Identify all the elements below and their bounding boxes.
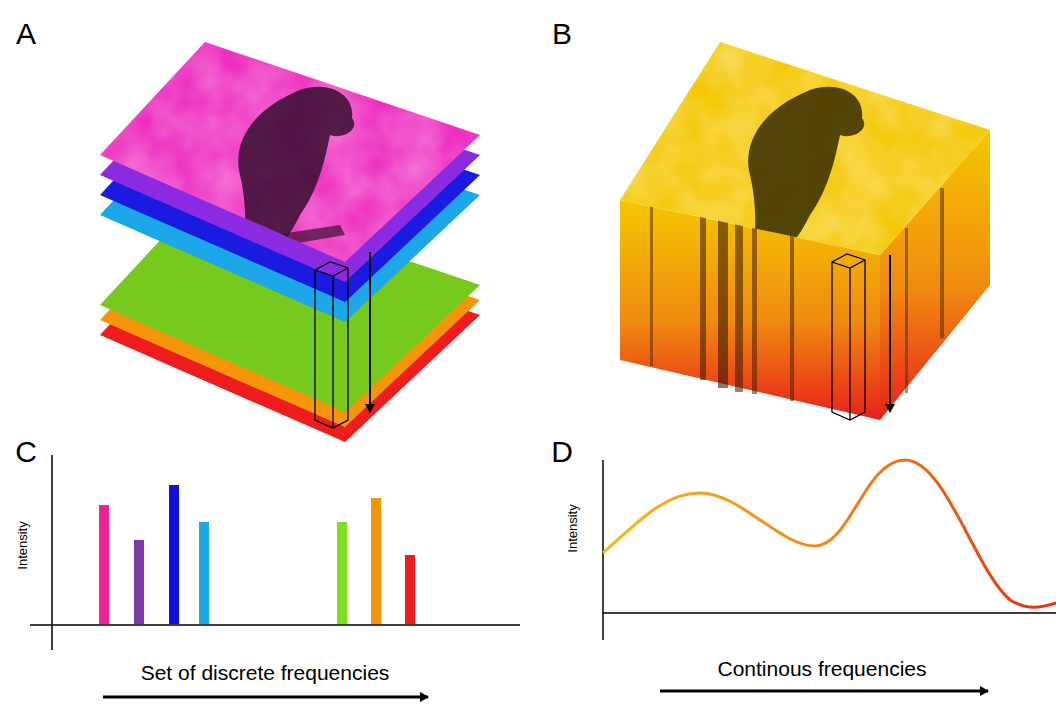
panel-letter: D <box>551 437 573 467</box>
discrete-spectrum <box>30 455 520 697</box>
hypercube <box>620 42 990 420</box>
axis-label: Continous frequencies <box>718 658 927 679</box>
panel-letter: C <box>15 437 37 467</box>
panel-letter: A <box>16 19 36 49</box>
continuous-spectrum <box>603 460 1056 691</box>
panel-letter: B <box>552 19 572 49</box>
axis-label: Set of discrete frequencies <box>141 662 390 683</box>
axis-label: Intensity <box>16 521 29 569</box>
axis-label: Intensity <box>565 504 578 552</box>
layer-stack <box>100 42 480 442</box>
